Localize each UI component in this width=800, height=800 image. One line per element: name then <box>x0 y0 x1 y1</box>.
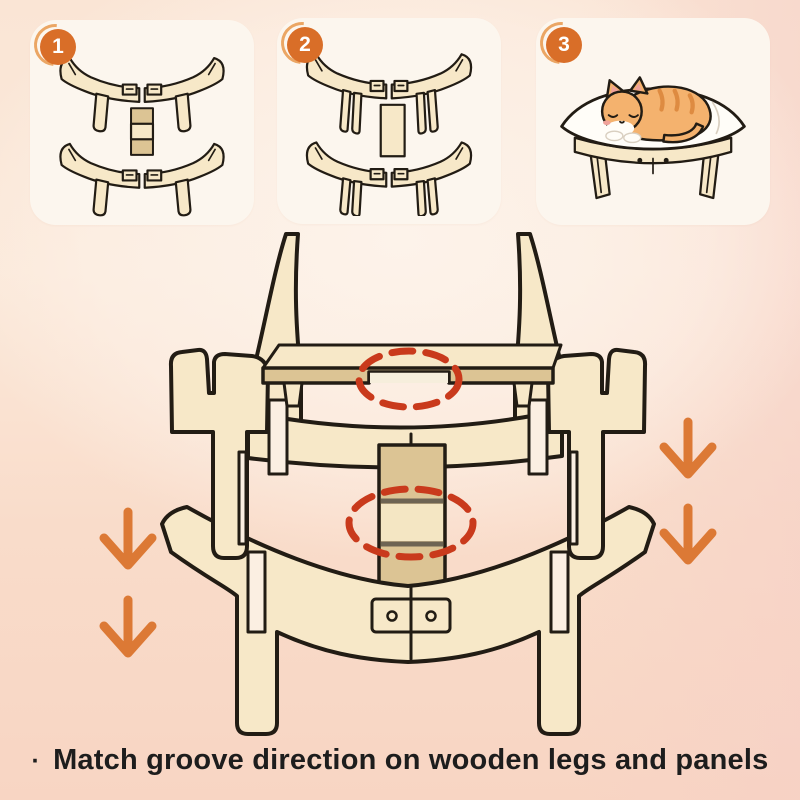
groove-highlights <box>345 347 477 561</box>
bottom-panel-slot-left <box>246 550 267 634</box>
step-1-badge: 1 <box>25 15 85 75</box>
upper-curved-panel <box>246 398 564 476</box>
connector-blocks <box>129 107 155 156</box>
bottom-panel-rail <box>59 142 225 217</box>
instruction-caption: · Match groove direction on wooden legs a… <box>0 744 800 777</box>
center-plank <box>377 443 447 589</box>
plank-groove <box>381 504 443 541</box>
step-3-badge: 3 <box>531 13 591 73</box>
bar-groove-notch <box>370 372 448 383</box>
step-card-3: 3 <box>531 13 770 225</box>
cat-tail <box>662 122 705 144</box>
step-2-badge: 2 <box>272 13 332 73</box>
caption-text: Match groove direction on wooden legs an… <box>53 744 769 776</box>
sleeping-cat <box>600 76 712 144</box>
upper-panel-slot-right <box>527 398 549 476</box>
top-bar-groove-highlight <box>355 347 463 411</box>
top-leg-rail <box>305 53 473 135</box>
connector-plank <box>379 103 406 158</box>
step-card-1: 1 <box>25 15 254 225</box>
step-card-2: 2 <box>272 13 501 224</box>
down-arrow-icon <box>659 503 717 565</box>
step-number: 1 <box>40 29 76 65</box>
caption-bullet: · <box>31 747 41 775</box>
upper-panel-slot-left <box>267 398 289 476</box>
leg-rails-illustration <box>291 46 487 216</box>
down-arrow-icon <box>99 595 157 658</box>
assembly-diagram <box>99 232 717 736</box>
down-arrow-icons <box>99 417 717 658</box>
screw-plate <box>370 597 452 634</box>
bottom-leg-rail <box>305 141 473 216</box>
step-number: 2 <box>287 27 323 63</box>
right-wing-leg <box>546 347 648 560</box>
left-wing-leg <box>168 347 270 560</box>
plank-groove-highlight <box>345 485 477 561</box>
step-number: 3 <box>546 27 582 63</box>
panel-rails-illustration <box>44 48 240 217</box>
top-panel-rail <box>59 56 225 133</box>
top-cross-bar <box>261 343 563 408</box>
down-arrow-icon <box>99 507 157 570</box>
bottom-panel-slot-right <box>549 550 570 634</box>
down-arrow-icon <box>659 417 717 479</box>
cat-on-bed-illustration <box>550 36 756 215</box>
